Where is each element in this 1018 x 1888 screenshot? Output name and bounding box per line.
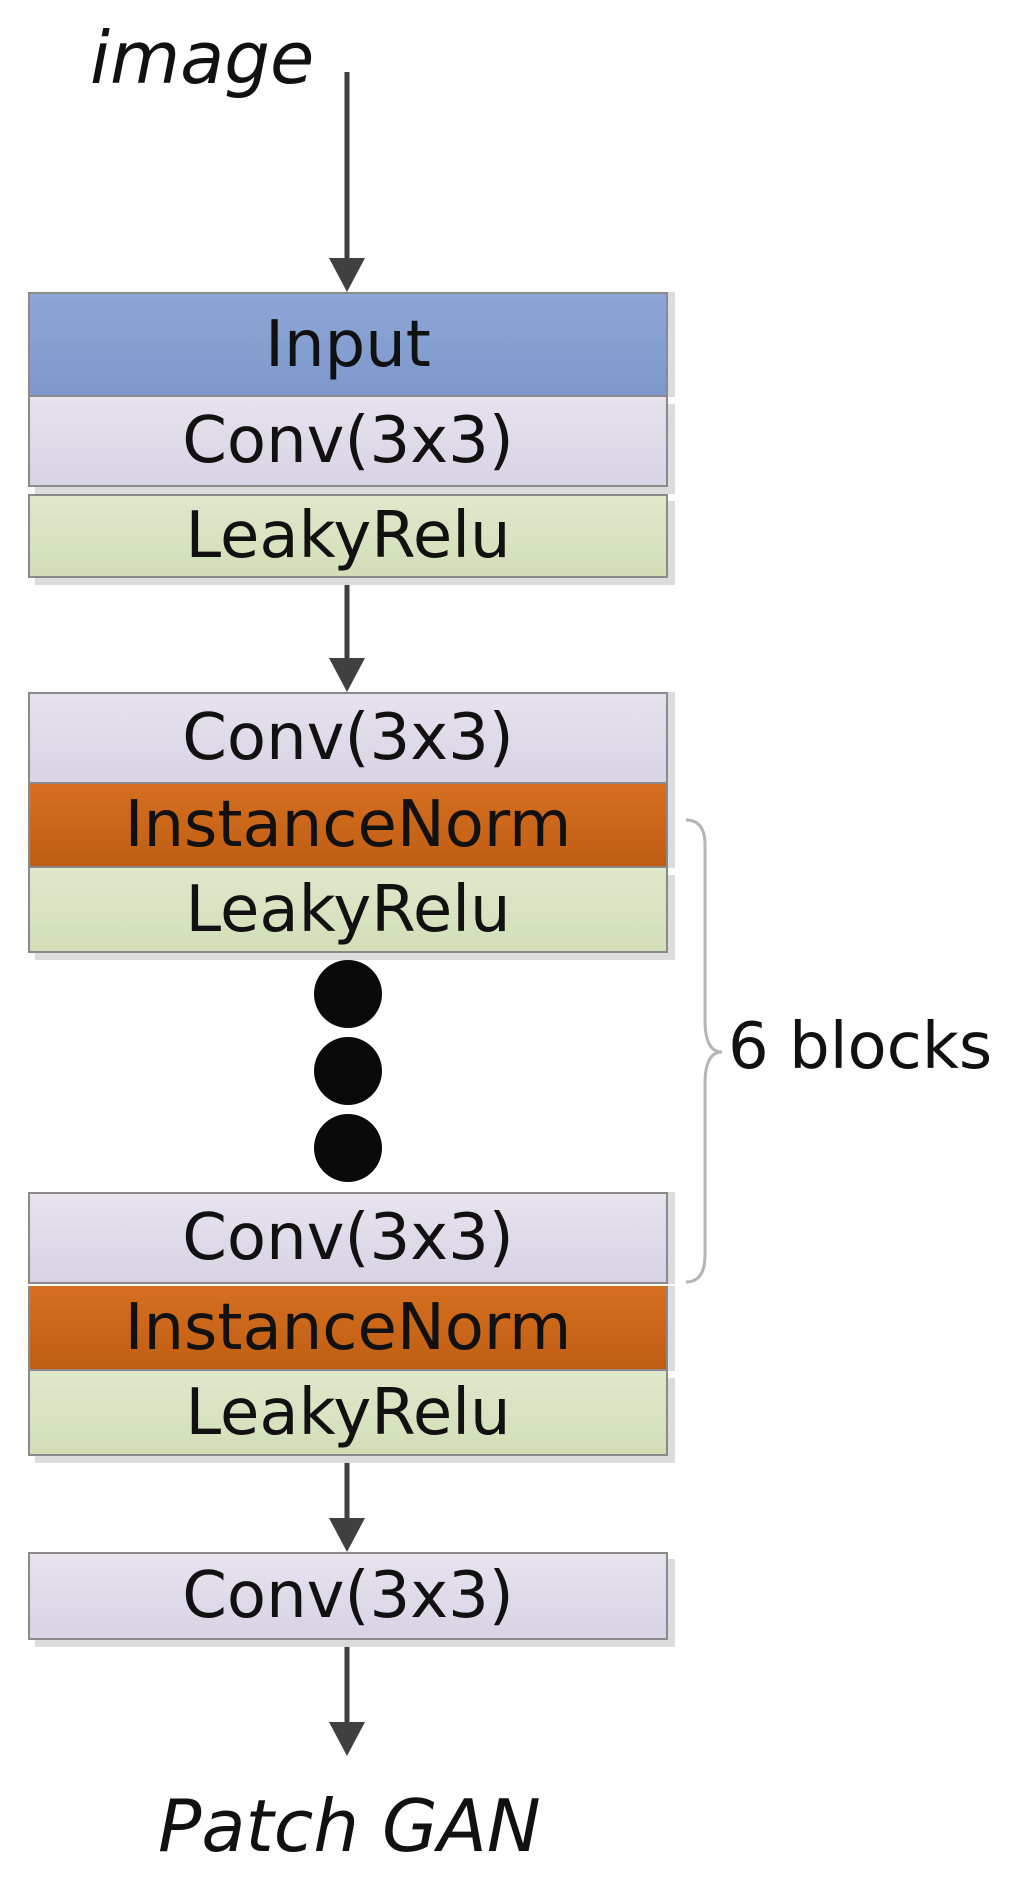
leaky-relu-layer-3: LeakyRelu — [28, 1371, 668, 1456]
arrow-relu1-to-conv2 — [329, 578, 365, 692]
conv-layer-3: Conv(3x3) — [28, 1192, 668, 1284]
input-image-label: image — [90, 16, 315, 100]
arrow-conv4-to-patchgan — [329, 1640, 365, 1756]
six-blocks-brace — [685, 818, 723, 1284]
conv-layer-1-label: Conv(3x3) — [182, 404, 514, 478]
input-layer: Input — [28, 292, 668, 397]
conv-layer-2: Conv(3x3) — [28, 692, 668, 784]
ellipsis-dot-1 — [314, 960, 382, 1028]
ellipsis-dot-2 — [314, 1037, 382, 1105]
arrow-image-to-input — [329, 72, 365, 292]
instance-norm-layer-3: InstanceNorm — [28, 1286, 668, 1371]
output-patch-gan-label: Patch GAN — [158, 1784, 541, 1868]
ellipsis-dot-3 — [314, 1114, 382, 1182]
conv-layer-2-label: Conv(3x3) — [182, 701, 514, 775]
leaky-relu-layer-1: LeakyRelu — [28, 494, 668, 578]
six-blocks-label: 6 blocks — [728, 1010, 993, 1084]
leaky-relu-layer-3-label: LeakyRelu — [185, 1375, 511, 1450]
instance-norm-layer-2-label: InstanceNorm — [124, 788, 572, 862]
conv-layer-4: Conv(3x3) — [28, 1552, 668, 1640]
conv-layer-1: Conv(3x3) — [28, 397, 668, 487]
leaky-relu-layer-1-label: LeakyRelu — [185, 499, 511, 573]
instance-norm-layer-3-label: InstanceNorm — [124, 1290, 572, 1365]
conv-layer-4-label: Conv(3x3) — [182, 1559, 514, 1633]
instance-norm-layer-2: InstanceNorm — [28, 784, 668, 868]
leaky-relu-layer-2: LeakyRelu — [28, 868, 668, 953]
input-layer-label: Input — [265, 307, 431, 382]
leaky-relu-layer-2-label: LeakyRelu — [185, 872, 511, 947]
conv-layer-3-label: Conv(3x3) — [182, 1201, 514, 1275]
arrow-relu3-to-conv4 — [329, 1456, 365, 1552]
